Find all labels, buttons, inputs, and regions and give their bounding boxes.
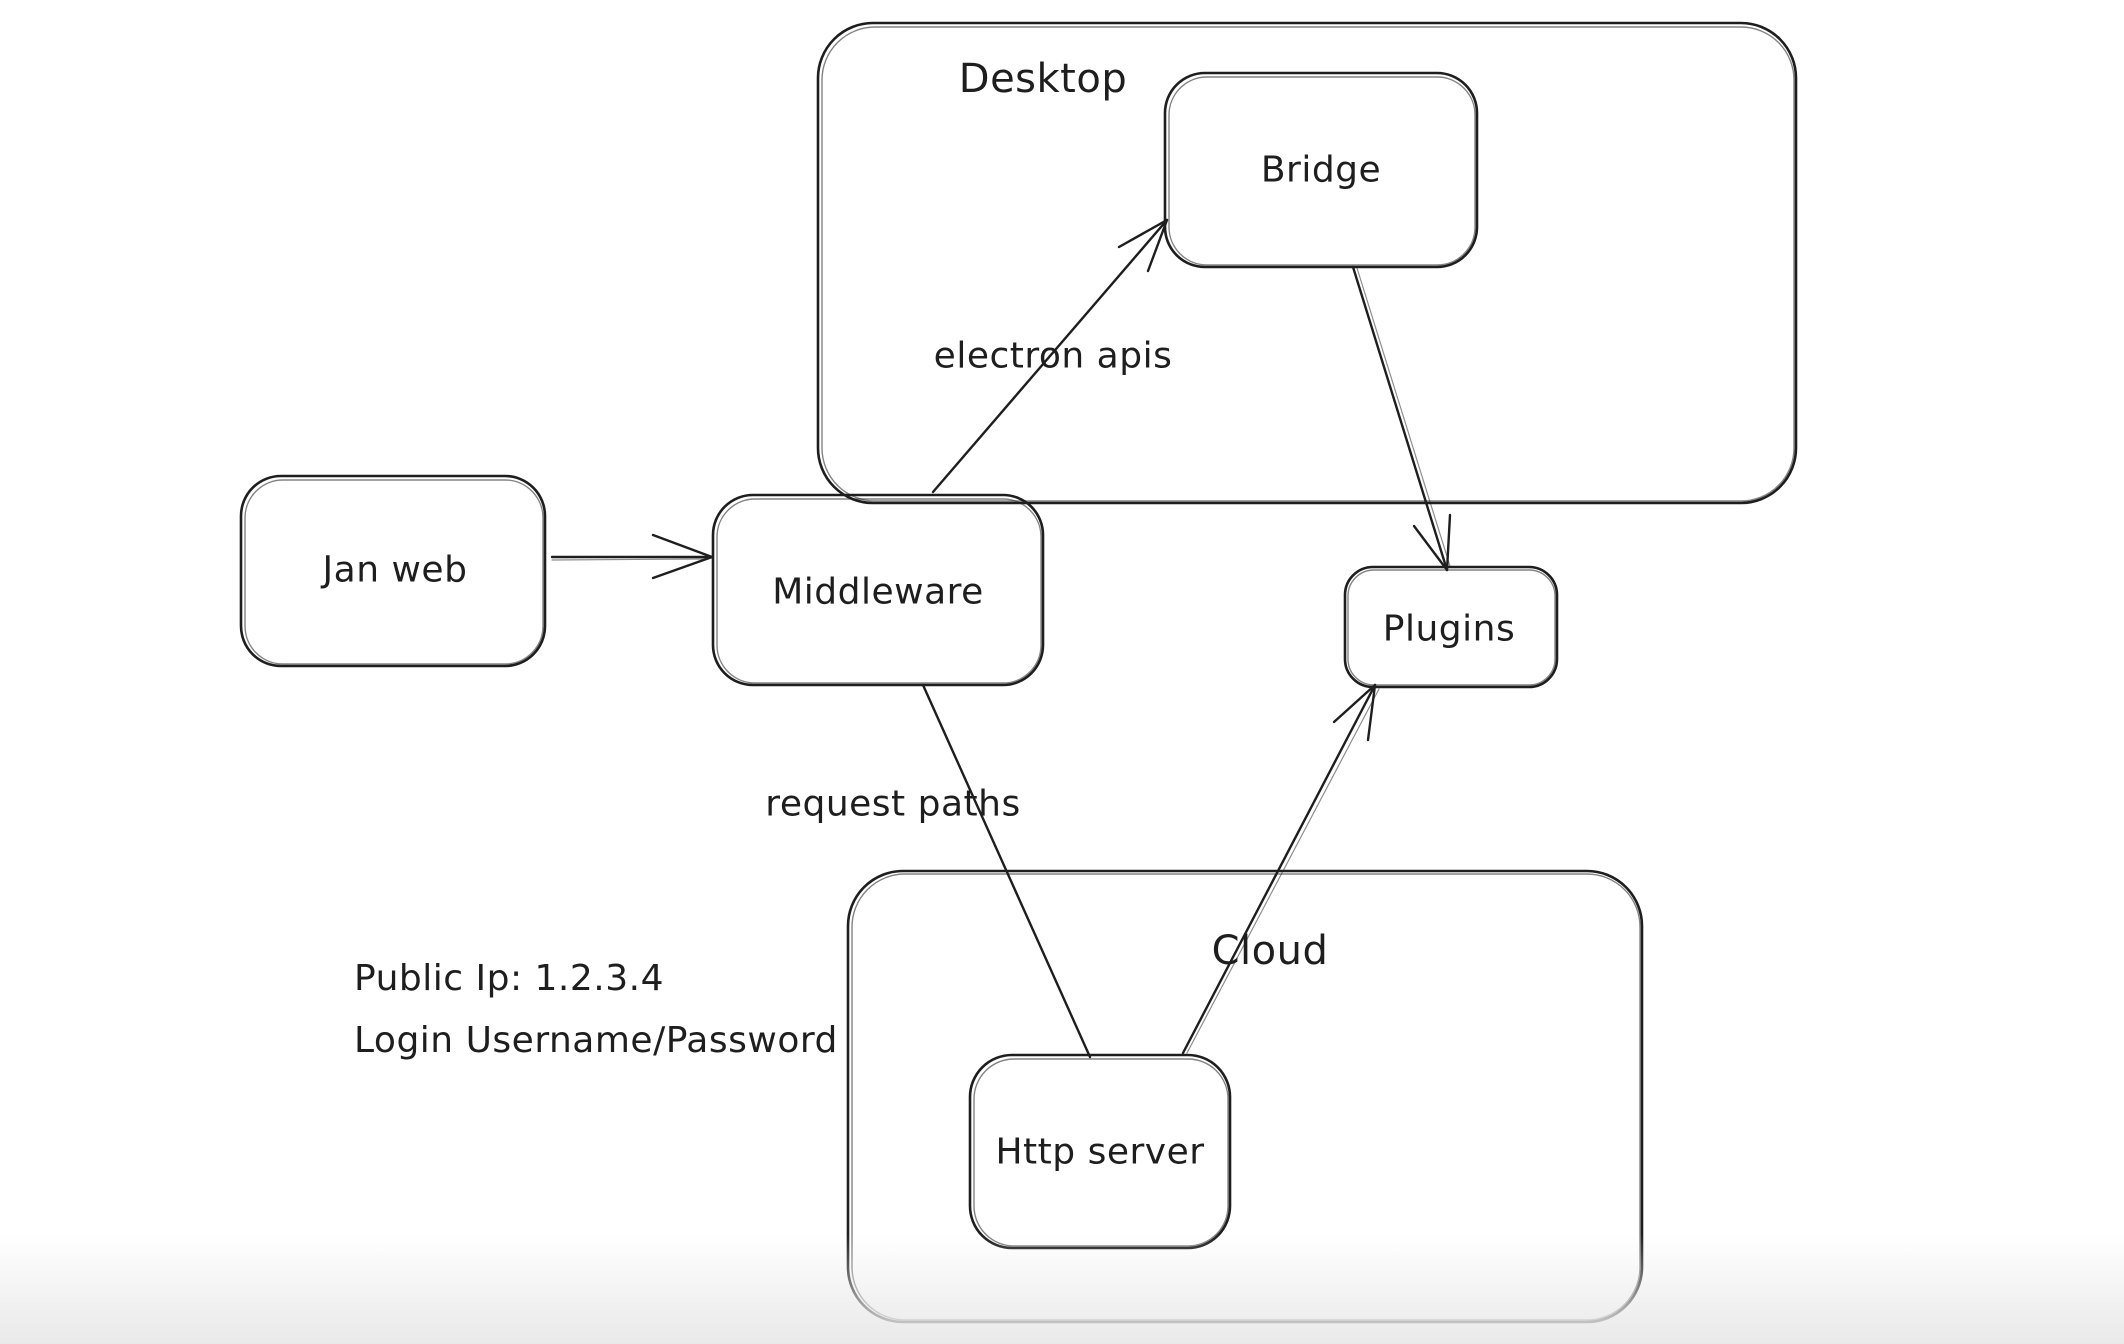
edge-label-request-paths: request paths <box>765 783 1021 825</box>
edge-http-server-to-plugins[interactable] <box>1181 683 1377 1055</box>
annotation-login: Login Username/Password <box>354 1020 838 1061</box>
jan-web-node-label: Jan web <box>322 549 468 591</box>
edge-label-electron-apis: electron apis <box>933 335 1173 377</box>
cloud-container-label: Cloud <box>1211 928 1329 974</box>
desktop-container-box[interactable] <box>816 21 1798 505</box>
edge-bridge-to-plugins-sketch-echo <box>1356 267 1451 567</box>
annotation-public-ip: Public Ip: 1.2.3.4 <box>354 958 664 999</box>
plugins-node-box[interactable] <box>1343 565 1559 689</box>
edge-http-server-to-plugins-sketch-echo <box>1186 688 1380 1054</box>
middleware-node-box[interactable] <box>711 493 1045 687</box>
plugins-node-box-sketch-echo <box>1347 569 1556 686</box>
edge-bridge-to-plugins-arrowhead <box>1412 513 1452 572</box>
middleware-node-label: Middleware <box>772 571 984 613</box>
jan-web-node-box-sketch-echo <box>244 479 544 665</box>
desktop-container-box-sketch-echo <box>821 26 1795 502</box>
annotation-note[interactable]: Public Ip: 1.2.3.4 Login Username/Passwo… <box>354 948 838 1072</box>
bridge-node-box-sketch-echo <box>1168 76 1476 266</box>
edge-http-server-to-plugins-arrowhead <box>1332 683 1377 742</box>
edge-middleware-to-bridge[interactable] <box>931 218 1169 494</box>
edge-middleware-to-http-server[interactable] <box>921 683 1092 1059</box>
edge-middleware-to-bridge-arrowhead <box>1117 218 1169 273</box>
middleware-node-box-sketch-echo <box>716 498 1042 684</box>
edge-jan-web-to-middleware-sketch-echo <box>551 558 707 561</box>
bridge-node-label: Bridge <box>1260 149 1382 191</box>
plugins-node-label: Plugins <box>1382 608 1516 650</box>
edge-jan-web-to-middleware-arrowhead <box>651 533 714 580</box>
http-server-node-label: Http server <box>995 1131 1205 1173</box>
bridge-node-box[interactable] <box>1163 71 1479 269</box>
desktop-container-label: Desktop <box>958 56 1128 102</box>
jan-web-node-box[interactable] <box>239 474 547 668</box>
edge-bridge-to-plugins[interactable] <box>1351 265 1449 572</box>
